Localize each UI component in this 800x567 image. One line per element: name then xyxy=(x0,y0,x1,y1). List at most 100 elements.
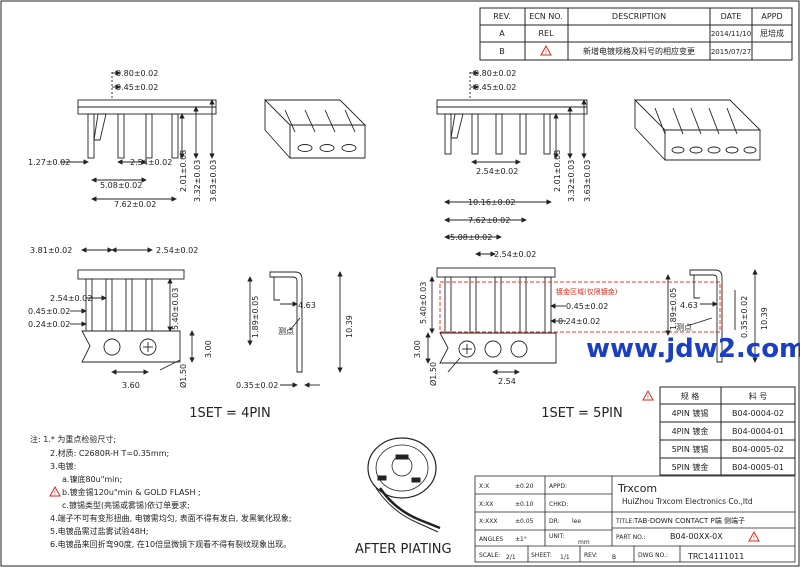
tol-xxx: X:XXX xyxy=(479,518,497,525)
dim-5pin-side-3: 10.39 xyxy=(760,307,769,330)
dim-5pin-top-3: 2.01±0.03 xyxy=(553,150,562,192)
spec-row-0-1: B04-0004-02 xyxy=(732,409,784,418)
dim-5pin-front-4: 0.45±0.02 xyxy=(566,302,608,311)
warning-icon xyxy=(642,390,654,402)
dim-4pin-front-2: 2.54±0.02 xyxy=(50,294,92,303)
dim-4pin-front-0: 3.81±0.02 xyxy=(30,246,72,255)
dim-5pin-front-3: 2.54±0.02 xyxy=(494,250,536,259)
dim-5pin-top-4: 3.32±0.03 xyxy=(567,160,576,202)
tol-xx: X:XX xyxy=(479,501,493,508)
ecn-a: REL xyxy=(538,29,554,38)
warning-icon xyxy=(748,531,760,543)
spec-row-2-0: 5PIN 镀锡 xyxy=(672,444,709,454)
dim-4pin-top-5: 7.62±0.02 xyxy=(114,200,156,209)
company-full-name: HuiZhou Trxcom Electronics Co.,ltd xyxy=(622,497,753,506)
dim-4pin-front-6: 3.00 xyxy=(204,340,213,358)
title-val: TAB-DOWN CONTACT P端 侧端子 xyxy=(633,516,745,525)
dim-4pin-top-4: 5.08±0.02 xyxy=(100,181,142,190)
date-header: DATE xyxy=(721,12,742,21)
unit-val: mm xyxy=(578,539,590,546)
warning-icon xyxy=(49,486,61,498)
date-a: 2014/11/10 xyxy=(711,30,751,38)
view-4pin-front xyxy=(70,247,195,375)
note-8: 6.电镀品来回折弯90度, 在10倍显微镜下观看不得有裂纹现象出现。 xyxy=(50,539,291,549)
rev-header: REV. xyxy=(493,12,511,21)
spec-row-2-1: B04-0005-02 xyxy=(732,445,784,454)
view-5pin-isometric xyxy=(633,99,762,161)
rev-a: A xyxy=(499,29,505,38)
spec-row-1-0: 4PIN 镀金 xyxy=(672,426,709,436)
dr-label: DR: xyxy=(549,518,560,525)
dim-4pin-top-2: 1.27±0.02 xyxy=(28,158,70,167)
note-7: 5.电镀品需过盐雾试验48H; xyxy=(50,526,149,536)
rev-b: B xyxy=(499,47,505,56)
description-header: DESCRIPTION xyxy=(612,12,666,21)
view-5pin-top xyxy=(436,70,588,165)
note-2: 3.电镀: xyxy=(50,461,76,471)
rev-val: B xyxy=(612,554,616,561)
label-5pin: 1SET = 5PIN xyxy=(541,406,623,421)
dim-4pin-top-1: 0.45±0.02 xyxy=(116,83,158,92)
dim-4pin-front-8: Ø1.50 xyxy=(178,364,188,388)
dim-4pin-top-7: 3.32±0.03 xyxy=(193,160,202,202)
dim-4pin-front-1: 2.54±0.02 xyxy=(156,246,198,255)
description-b: 新增电镀规格及料号的相应变更 xyxy=(583,46,695,56)
dim-5pin-front-1: 7.62±0.02 xyxy=(468,216,510,225)
plating-zone-box xyxy=(439,281,721,333)
appd-a: 屈培成 xyxy=(760,28,784,38)
note-4: b.镀金锡120u"min & GOLD FLASH ; xyxy=(62,487,201,497)
note-5: c.镀锡类型(亮锡或雾锡)依订单要求; xyxy=(62,500,190,510)
view-4pin-isometric xyxy=(263,99,367,159)
dim-5pin-side-1: 4.63 xyxy=(680,301,698,310)
after-plating-label: AFTER PIATING xyxy=(355,542,452,557)
scale-label: SCALE: xyxy=(479,552,500,559)
dwg-val: TRC14111011 xyxy=(687,552,744,561)
dwg-label: DWG NO.: xyxy=(638,552,668,559)
dim-4pin-front-5: 5.40±0.03 xyxy=(171,288,180,330)
view-4pin-side xyxy=(247,271,343,388)
tol-xxx-val: ±0.05 xyxy=(515,518,534,525)
tol-x-val: ±0.20 xyxy=(515,483,534,490)
ecn-header: ECN NO. xyxy=(529,12,563,21)
spec-row-0-0: 4PIN 镀锡 xyxy=(672,408,709,418)
dr-name: lee xyxy=(572,518,581,525)
dim-4pin-side-1: 4.63 xyxy=(298,301,316,310)
company-name: Trxcom xyxy=(617,482,657,495)
rev-label: REV: xyxy=(584,552,598,559)
dim-4pin-top-6: 2.01±0.03 xyxy=(179,150,188,192)
dim-4pin-front-4: 0.24±0.02 xyxy=(28,320,70,329)
watermark: www.jdw2.com xyxy=(586,334,800,364)
view-5pin-side xyxy=(665,269,758,363)
dim-4pin-top-8: 3.63±0.03 xyxy=(209,160,218,202)
spec-table: 规 格 料 号 4PIN 镀锡 B04-0004-02 4PIN 镀金 B04-… xyxy=(642,386,796,476)
note-6: 4.端子不可有变形扭曲, 电镀需均匀, 表面不得有发白, 发黑氧化现象; xyxy=(50,513,292,523)
sheet-val: 1/1 xyxy=(560,554,570,561)
dim-5pin-front-2: 5.08±0.02 xyxy=(450,233,492,242)
label-4pin: 1SET = 4PIN xyxy=(189,406,271,421)
chkd-label: CHKD: xyxy=(549,501,568,508)
plating-zone-label: 镀金区域(仅限镀金) xyxy=(556,287,618,296)
dim-5pin-side-0: 1.89±0.05 xyxy=(669,288,678,330)
appd-header: APPD xyxy=(761,12,782,21)
dim-4pin-top-3: 2.54±0.02 xyxy=(130,158,172,167)
dim-4pin-front-3: 0.45±0.02 xyxy=(28,307,70,316)
tol-xx-val: ±0.10 xyxy=(515,501,534,508)
dim-5pin-top-5: 3.63±0.03 xyxy=(583,160,592,202)
measure-point-4pin: 测点 xyxy=(278,327,294,336)
notes: 注: 1.* 为重点检验尺寸; 2.材质: C2680R-H T=0.35mm;… xyxy=(30,434,292,549)
revision-table: REV. ECN NO. DESCRIPTION DATE APPD A REL… xyxy=(479,7,793,61)
spec-row-3-1: B04-0005-01 xyxy=(732,463,784,472)
part-val: B04-00XX-0X xyxy=(670,532,723,541)
note-0: 注: 1.* 为重点检验尺寸; xyxy=(30,434,116,444)
title-label: TITLE: xyxy=(615,518,634,525)
date-b: 2015/07/27 xyxy=(711,48,751,56)
dim-5pin-front-5: 0.24±0.02 xyxy=(558,317,600,326)
dim-5pin-top-0: 0.80±0.02 xyxy=(474,69,516,78)
view-5pin-front xyxy=(425,199,566,375)
view-4pin-top xyxy=(60,70,217,202)
dim-4pin-top-0: 0.80±0.02 xyxy=(116,69,158,78)
dim-4pin-side-2: 10.39 xyxy=(345,315,354,338)
spec-header-1: 料 号 xyxy=(749,391,768,401)
warning-icon xyxy=(540,45,552,57)
